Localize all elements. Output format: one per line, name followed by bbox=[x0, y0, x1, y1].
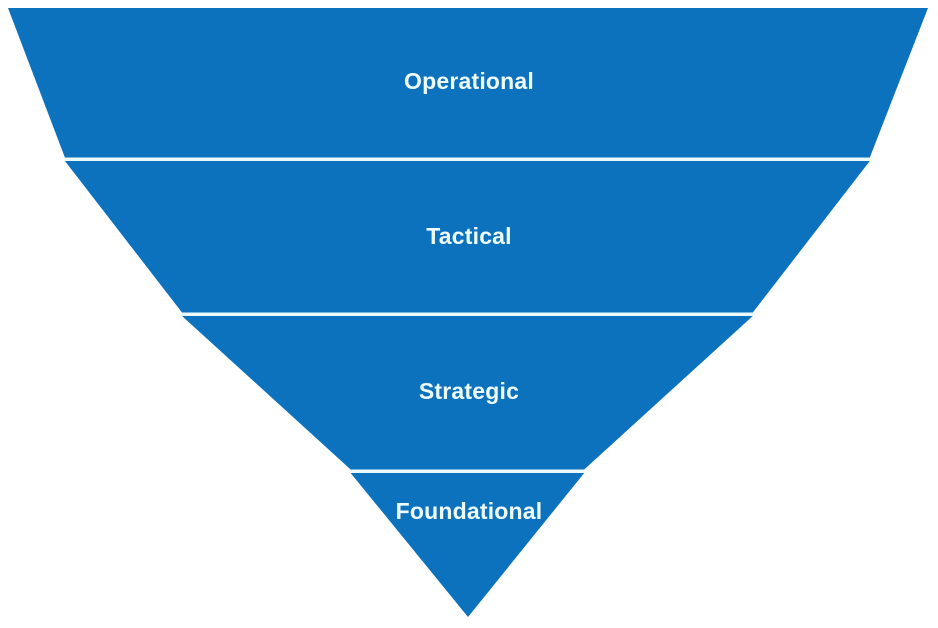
divider-line-3 bbox=[350, 469, 585, 473]
funnel-dividers bbox=[64, 157, 870, 473]
divider-line-1 bbox=[64, 157, 870, 161]
tier-shape-operational[interactable] bbox=[8, 8, 928, 158]
funnel-tiers bbox=[8, 8, 928, 617]
divider-line-2 bbox=[182, 312, 753, 316]
tier-shape-strategic[interactable] bbox=[182, 316, 753, 470]
tier-shape-tactical[interactable] bbox=[64, 161, 870, 313]
tier-shape-foundational[interactable] bbox=[350, 473, 585, 617]
